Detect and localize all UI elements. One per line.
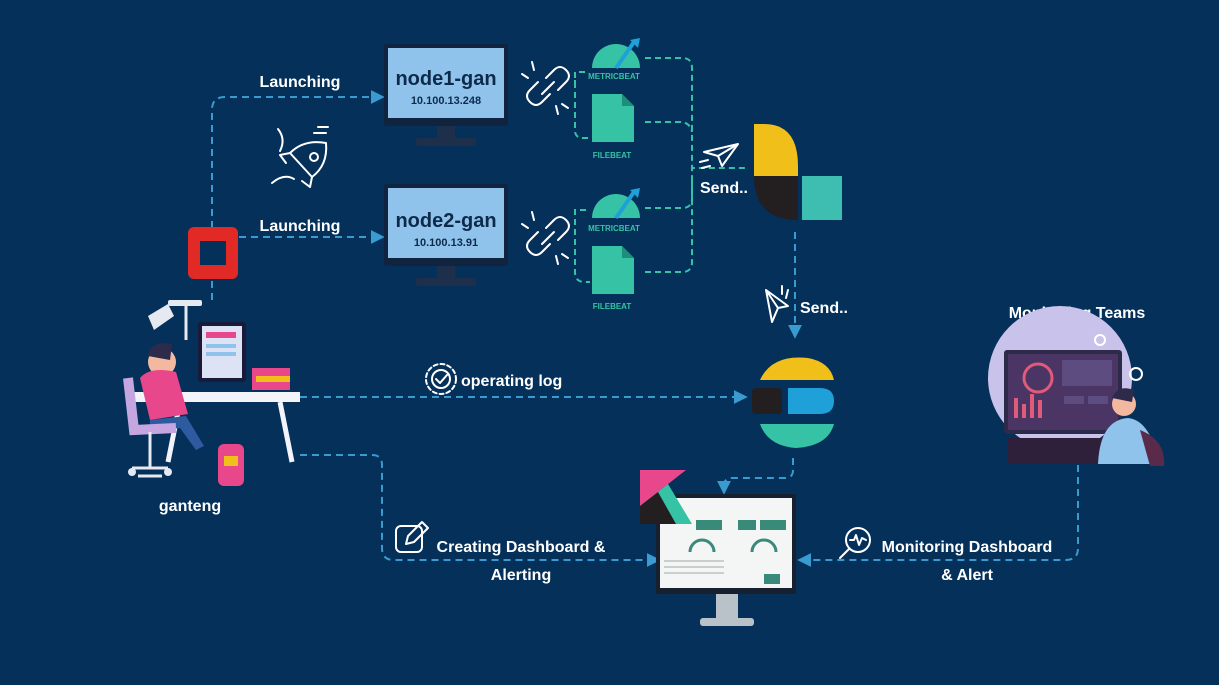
- creating-dashboard-line1: Creating Dashboard &: [437, 539, 606, 556]
- connector-lines: [211, 57, 1079, 567]
- creating-dashboard-line2: Alerting: [491, 567, 551, 584]
- send-label-2: Send..: [800, 300, 848, 317]
- link-icon: [521, 211, 570, 265]
- developer-illustration: [123, 300, 300, 486]
- metricbeat-icon: [592, 188, 640, 220]
- node1-name: node1-gan: [395, 68, 496, 90]
- operating-log-label: operating log: [461, 373, 562, 390]
- metricbeat-label-top: METRICBEAT: [588, 72, 640, 81]
- paper-plane-icon: [765, 285, 789, 323]
- user-label: ganteng: [159, 498, 221, 515]
- metricbeat-icon: [592, 38, 640, 70]
- filebeat-label-bottom: FILEBEAT: [593, 302, 632, 311]
- metricbeat-label-bottom: METRICBEAT: [588, 224, 640, 233]
- node2-ip: 10.100.13.91: [414, 237, 478, 249]
- monitoring-dashboard-line2: & Alert: [941, 567, 994, 584]
- node2-name: node2-gan: [395, 210, 496, 232]
- openstack-icon: [188, 227, 238, 279]
- kibana-icon: [640, 470, 692, 524]
- launching-label-top: Launching: [260, 74, 341, 91]
- node2-monitor: node2-gan 10.100.13.91: [384, 184, 508, 286]
- logstash-icon: [754, 124, 842, 220]
- magnifier-icon: [839, 527, 871, 559]
- node1-monitor: node1-gan 10.100.13.248: [384, 44, 508, 146]
- node1-ip: 10.100.13.248: [411, 95, 481, 107]
- rocket-icon: [271, 126, 329, 188]
- edit-icon: [395, 521, 429, 553]
- filebeat-label-top: FILEBEAT: [593, 151, 632, 160]
- launching-label-bottom: Launching: [260, 218, 341, 235]
- monitoring-team-illustration: [988, 306, 1165, 466]
- paper-plane-icon: [699, 143, 739, 169]
- send-label-1: Send..: [700, 180, 748, 197]
- gear-check-icon: [425, 363, 457, 395]
- elasticsearch-icon: [752, 357, 834, 448]
- monitoring-dashboard-line1: Monitoring Dashboard: [882, 539, 1053, 556]
- link-icon: [521, 61, 570, 115]
- filebeat-icon: [592, 246, 634, 294]
- filebeat-icon: [592, 94, 634, 142]
